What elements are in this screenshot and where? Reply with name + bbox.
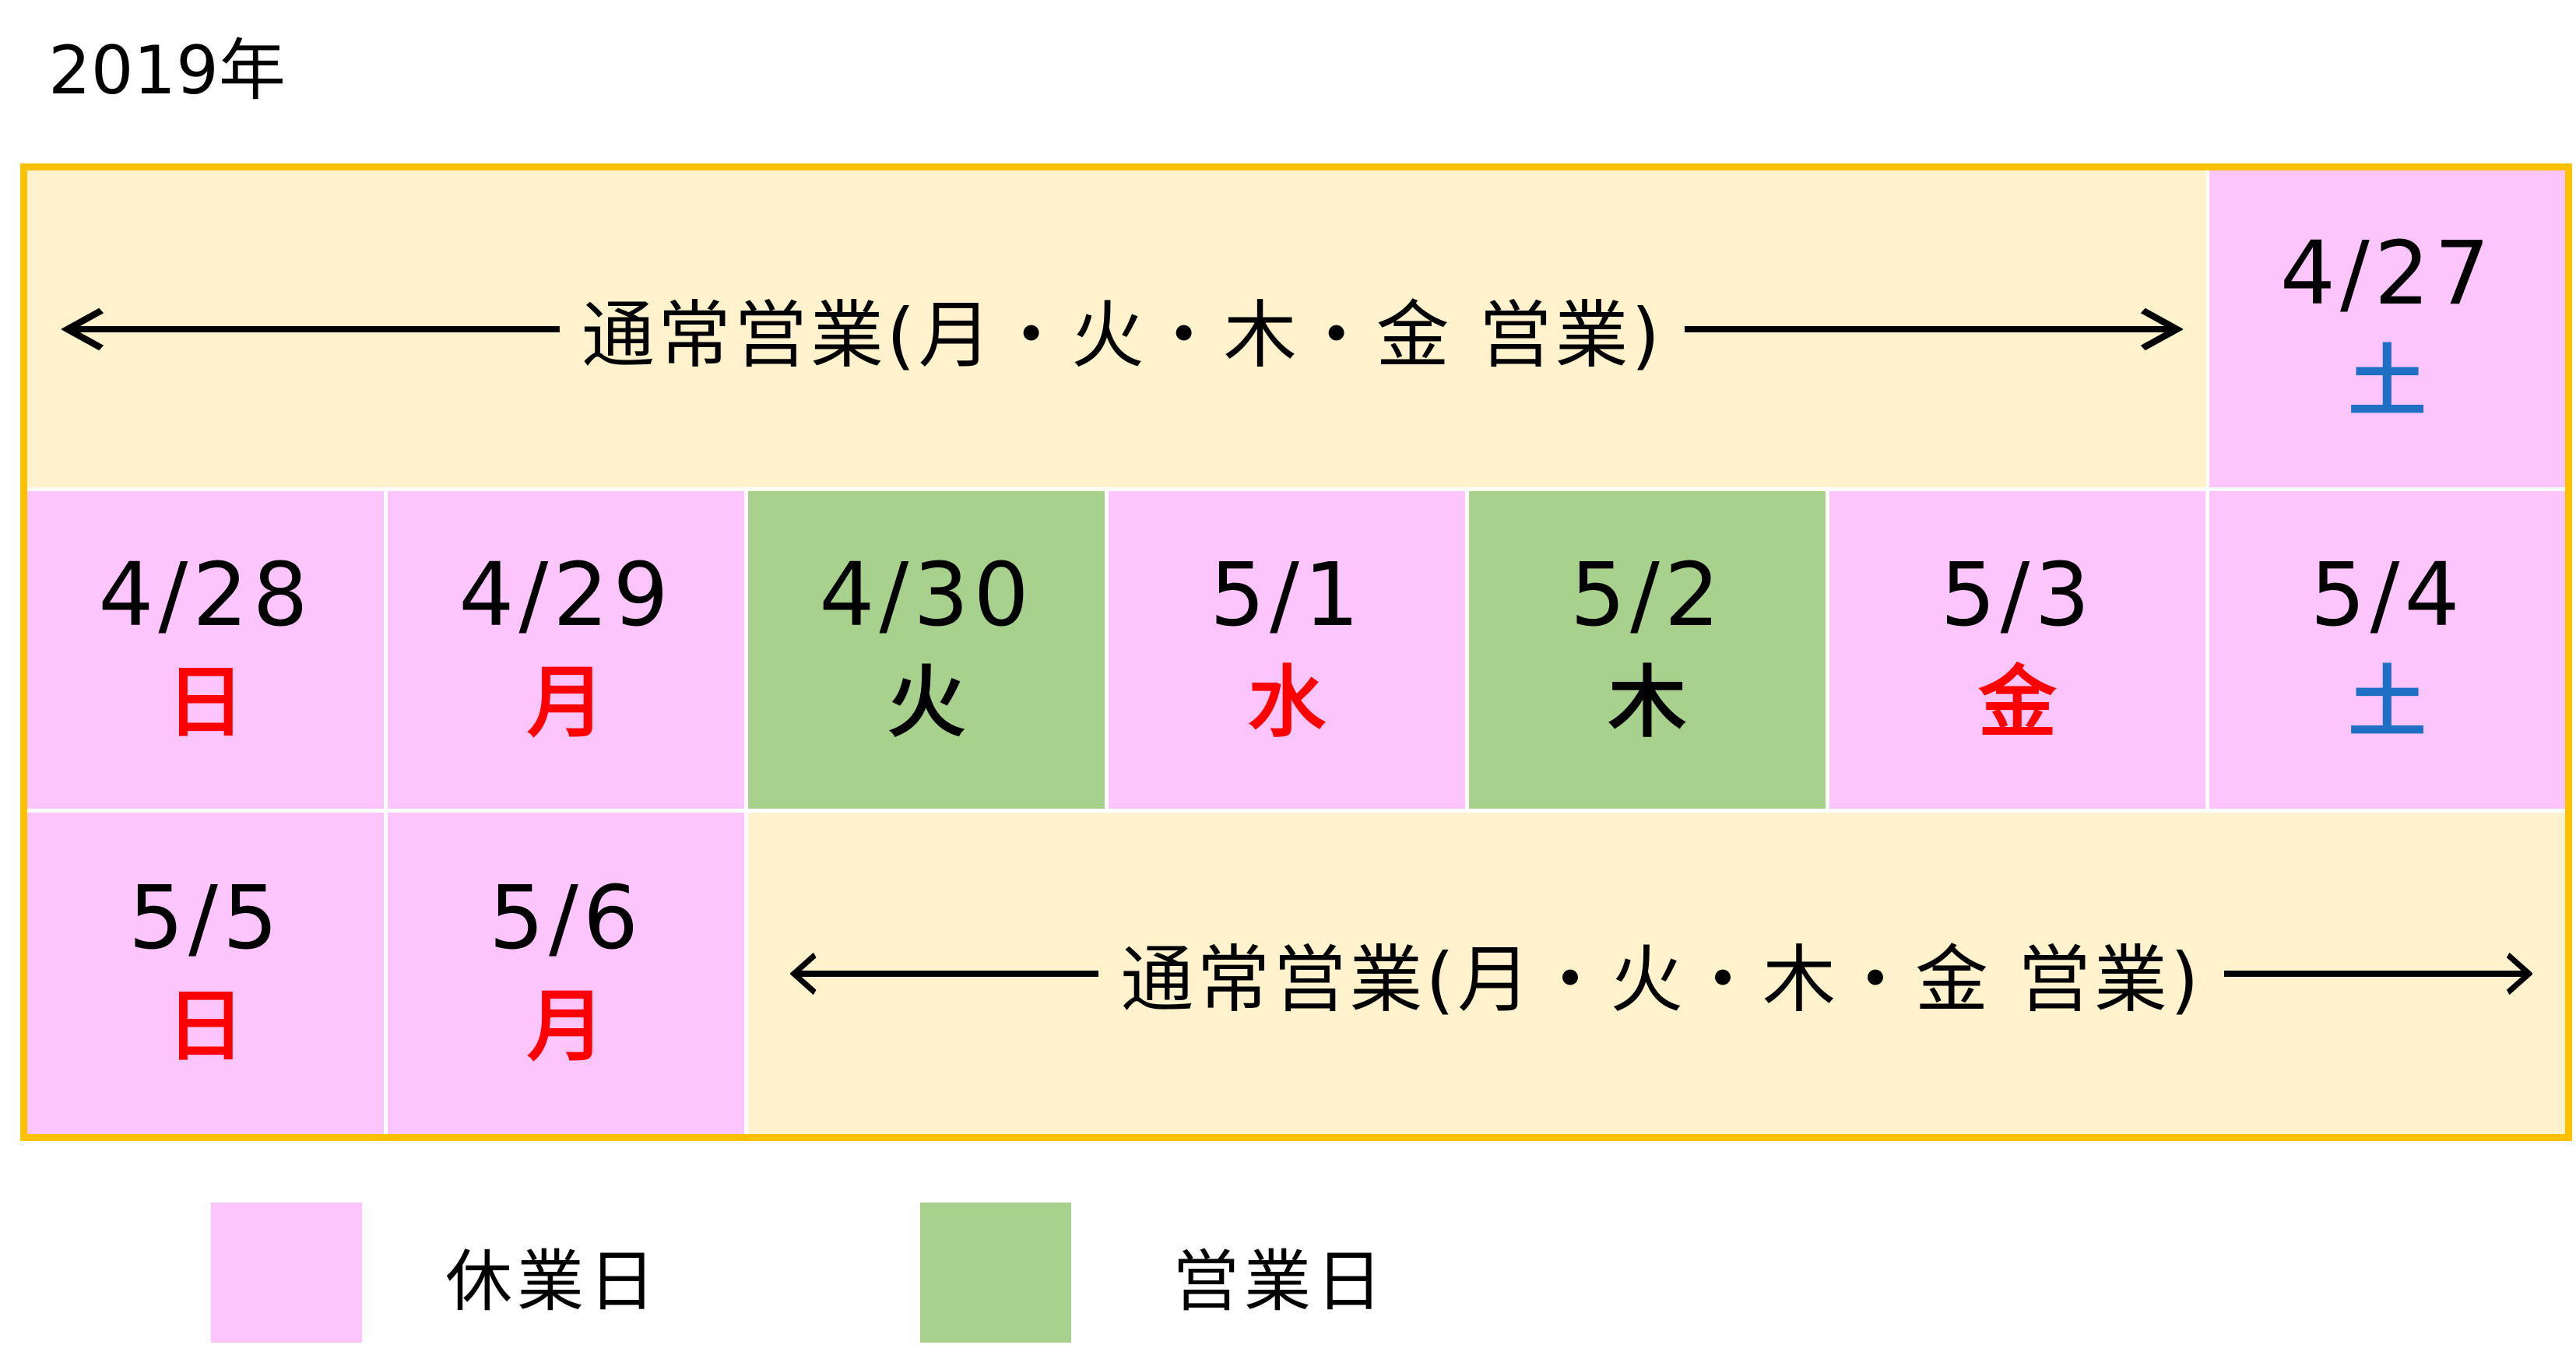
normal-business-label: 通常営業(月・火・木・金 営業) (1120, 937, 2202, 1023)
legend-label-business: 営業日 (1172, 1243, 1387, 1321)
day-cell-5-6: 5/6 月 (388, 813, 744, 1134)
year-title: 2019年 (48, 32, 286, 110)
left-arrow-icon (62, 306, 560, 353)
day-cell-5-3: 5/3 金 (1829, 491, 2205, 809)
day-date: 5/2 (1569, 544, 1725, 646)
day-weekday: 水 (1248, 657, 1326, 749)
day-weekday: 月 (527, 657, 605, 749)
day-cell-5-4: 5/4 土 (2209, 491, 2565, 809)
day-date: 4/28 (98, 544, 313, 646)
day-date: 4/29 (459, 544, 673, 646)
normal-business-label: 通常営業(月・火・木・金 営業) (581, 293, 1664, 378)
normal-business-band-bottom: 通常営業(月・火・木・金 営業) (748, 813, 2565, 1134)
day-date: 5/6 (488, 868, 644, 970)
day-date: 5/5 (128, 868, 283, 970)
day-weekday: 土 (2348, 657, 2427, 749)
day-date: 5/4 (2310, 544, 2465, 646)
legend-swatch-holiday (211, 1203, 362, 1343)
day-weekday: 木 (1608, 657, 1686, 749)
day-weekday: 日 (167, 980, 244, 1072)
day-date: 4/30 (819, 544, 1034, 646)
left-arrow-icon (790, 950, 1099, 997)
day-cell-5-1: 5/1 水 (1109, 491, 1465, 809)
day-cell-4-30: 4/30 火 (748, 491, 1105, 809)
day-date: 5/1 (1209, 544, 1365, 646)
holiday-calendar: 通常営業(月・火・木・金 営業) 4/27 土 4/28 日 4/29 月 4/… (20, 163, 2572, 1141)
day-cell-5-5: 5/5 日 (27, 813, 384, 1134)
day-weekday: 土 (2348, 335, 2427, 427)
day-date: 4/27 (2279, 223, 2495, 325)
day-date: 5/3 (1940, 544, 2095, 646)
day-cell-4-28: 4/28 日 (27, 491, 384, 809)
day-cell-5-2: 5/2 木 (1469, 491, 1826, 809)
day-weekday: 火 (887, 657, 965, 749)
day-weekday: 金 (1978, 657, 2057, 749)
day-cell-4-27: 4/27 土 (2209, 170, 2565, 487)
legend-swatch-business (920, 1203, 1071, 1343)
day-weekday: 月 (527, 980, 605, 1072)
legend-label-holiday: 休業日 (445, 1243, 660, 1321)
day-cell-4-29: 4/29 月 (388, 491, 744, 809)
right-arrow-icon (1685, 306, 2184, 353)
normal-business-band-top: 通常営業(月・火・木・金 営業) (27, 170, 2206, 487)
day-weekday: 日 (167, 657, 244, 749)
right-arrow-icon (2223, 950, 2532, 997)
